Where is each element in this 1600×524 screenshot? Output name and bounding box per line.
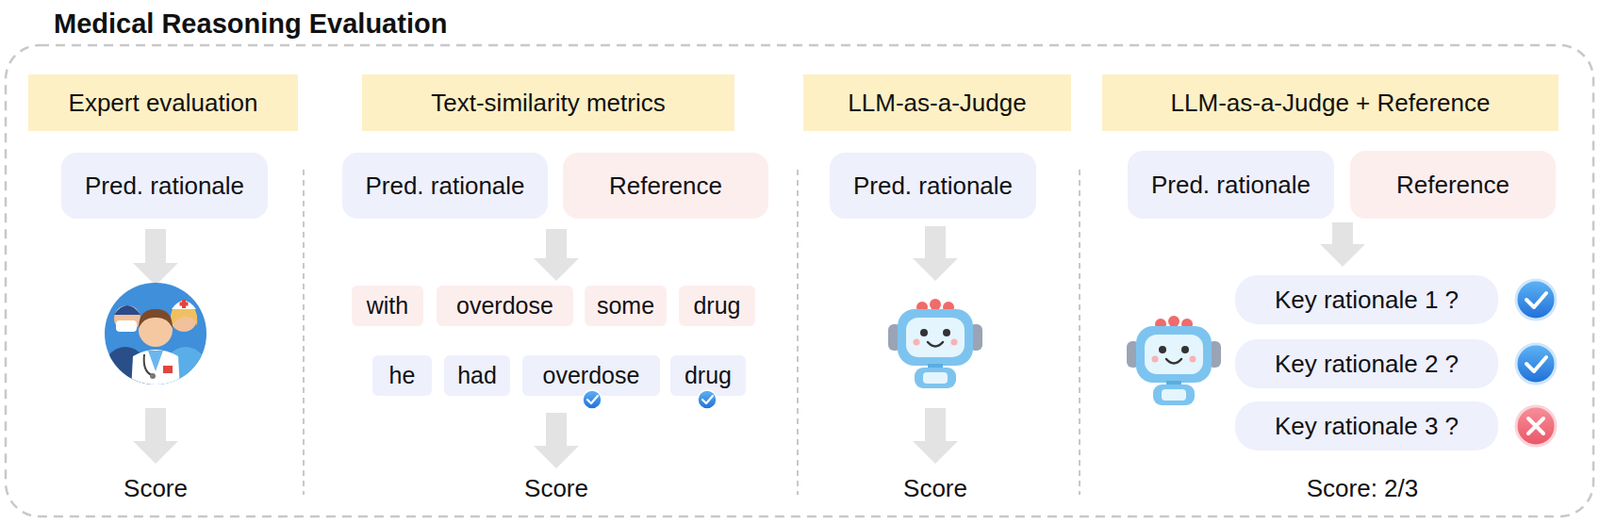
node-text: Key rationale 1 ? — [1274, 285, 1459, 315]
node-text: drug — [684, 362, 732, 390]
node-text: Pred. rationale — [1151, 170, 1311, 200]
key-rationale-pill: Key rationale 1 ? — [1235, 275, 1499, 325]
match-check-icons — [582, 390, 717, 410]
robot-judge-icon — [1126, 315, 1221, 406]
node-text: Text-similarity metrics — [430, 88, 665, 118]
node-text: drug — [692, 292, 741, 320]
node-text: Reference — [609, 171, 723, 201]
prediction-token: drug — [670, 355, 746, 396]
reference-token: overdose — [436, 285, 574, 327]
robot-judge-icon — [888, 298, 983, 389]
column-header: Text-similarity metrics — [362, 74, 735, 132]
column-header: LLM-as-a-Judge + Reference — [1102, 74, 1559, 132]
node-text: overdose — [543, 362, 641, 390]
column-header: LLM-as-a-Judge — [803, 74, 1072, 132]
score-label: Score — [123, 474, 188, 504]
prediction-box: Pred. rationale — [1127, 150, 1335, 219]
score-label: Score — [524, 474, 589, 504]
score-label: Score — [903, 474, 968, 504]
node-text: LLM-as-a-Judge — [847, 88, 1026, 118]
node-text: Pred. rationale — [853, 171, 1013, 201]
node-text: had — [457, 362, 497, 390]
node-text: Key rationale 3 ? — [1274, 412, 1459, 442]
prediction-token: overdose — [522, 355, 660, 396]
key-rationale-pill: Key rationale 2 ? — [1235, 339, 1499, 389]
node-text: Reference — [1396, 170, 1510, 200]
reference-token: with — [351, 285, 424, 327]
key-rationale-pill: Key rationale 3 ? — [1235, 401, 1499, 451]
node-text: with — [366, 292, 409, 320]
reference-box: Reference — [1350, 150, 1556, 219]
prediction-token: had — [444, 355, 511, 396]
node-text: Pred. rationale — [84, 171, 245, 201]
doctors-illustration — [100, 282, 211, 412]
score-label: Score: 2/3 — [1306, 474, 1419, 504]
node-text: Expert evaluation — [68, 88, 259, 118]
node-text: overdose — [456, 292, 554, 320]
reference-token: some — [584, 285, 667, 327]
column-header: Expert evaluation — [28, 74, 298, 132]
reference-token: drug — [678, 285, 756, 327]
node-text: he — [389, 362, 416, 390]
prediction-box: Pred. rationale — [829, 152, 1037, 219]
prediction-box: Pred. rationale — [342, 152, 548, 219]
flow-arrows — [132, 222, 1366, 469]
prediction-box: Pred. rationale — [61, 152, 268, 219]
prediction-token: he — [372, 355, 432, 396]
node-text: Key rationale 2 ? — [1274, 349, 1459, 380]
reference-box: Reference — [562, 152, 769, 219]
node-text: some — [596, 292, 655, 320]
diagram-title: Medical Reasoning Evaluation — [53, 8, 447, 40]
key-check-icons — [1516, 280, 1556, 446]
node-text: LLM-as-a-Judge + Reference — [1171, 88, 1491, 118]
node-text: Pred. rationale — [364, 171, 525, 201]
outer-border — [5, 45, 1594, 517]
